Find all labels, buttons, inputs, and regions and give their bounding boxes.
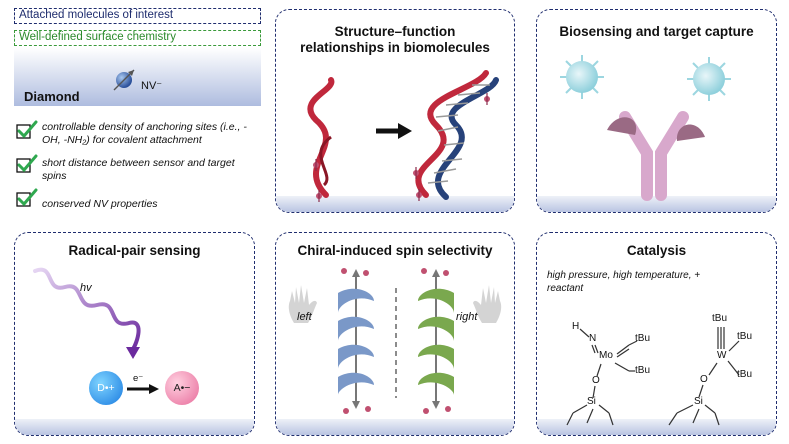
mo-n-label: N xyxy=(589,333,597,344)
check-text-1: controllable density of anchoring sites … xyxy=(42,121,247,146)
check-text-2: short distance between sensor and target… xyxy=(42,157,235,182)
electron-label: e⁻ xyxy=(133,373,144,384)
check-text-3: conserved NV properties xyxy=(42,198,158,210)
mo-o-label: O xyxy=(592,375,600,386)
acceptor-label: A•− xyxy=(173,382,191,394)
checkmark-icon xyxy=(16,188,38,207)
surface-strip xyxy=(276,196,514,212)
nv-center-icon xyxy=(113,69,135,91)
surface-strip xyxy=(276,419,514,435)
mo-complex-structure xyxy=(566,327,740,426)
nv-label: NV⁻ xyxy=(141,80,163,92)
mo-metal-label: Mo xyxy=(599,350,613,361)
virus-icon xyxy=(560,55,604,99)
panel-title: Catalysis xyxy=(626,243,687,258)
mo-h-label: H xyxy=(572,321,580,332)
w-o-label: O xyxy=(700,374,708,385)
panel-biosensing: Biosensing and target capture xyxy=(536,9,777,213)
surface-strip xyxy=(15,419,254,435)
catalysis-conditions: high pressure, high temperature, + react… xyxy=(547,270,701,294)
panel-structure-function: Structure–function relationships in biom… xyxy=(275,9,515,213)
panel-radical-pair: Radical-pair sensing hv D•+ e⁻ A•− xyxy=(14,232,255,436)
surface-strip xyxy=(537,196,776,212)
w-tbu2-label: tBu xyxy=(737,331,753,342)
diamond-block xyxy=(14,48,261,106)
virus-icon xyxy=(687,57,731,101)
hand-left-icon xyxy=(288,285,317,323)
donor-circle: D•+ xyxy=(89,371,123,405)
helix-illustration xyxy=(338,268,454,414)
donor-label: D•+ xyxy=(97,382,115,394)
surface-label-box: Well-defined surface chemistry xyxy=(14,30,261,46)
antibody-icon xyxy=(607,111,705,201)
mo-si-label: Si xyxy=(587,396,596,407)
hand-right-icon xyxy=(473,285,502,323)
w-metal-label: W xyxy=(717,350,727,361)
panel-catalysis: Catalysis high pressure, high temperatur… xyxy=(536,232,777,436)
w-tbu1-label: tBu xyxy=(712,313,728,324)
checkmark-icon xyxy=(16,154,38,173)
hv-label: hv xyxy=(80,282,92,294)
w-tbu3-label: tBu xyxy=(737,369,753,380)
mo-tbu1-label: tBu xyxy=(635,333,651,344)
molecules-label: Attached molecules of interest xyxy=(19,9,174,21)
right-label: right xyxy=(456,311,478,323)
checkmark-icon xyxy=(16,120,38,139)
panel-title: Radical-pair sensing xyxy=(68,243,201,258)
w-si-label: Si xyxy=(694,396,703,407)
left-label: left xyxy=(297,311,312,323)
surface-strip xyxy=(537,419,776,435)
acceptor-circle: A•− xyxy=(165,371,199,405)
dna-illustration xyxy=(307,70,499,202)
mo-tbu2-label: tBu xyxy=(635,365,651,376)
diamond-label: Diamond xyxy=(24,89,80,104)
virus-antibody-illustration xyxy=(560,55,731,201)
panel-title: Biosensing and target capture xyxy=(559,24,754,39)
transfer-arrow-icon xyxy=(127,384,159,394)
molecules-label-box: Attached molecules of interest xyxy=(14,8,261,24)
surface-label: Well-defined surface chemistry xyxy=(19,31,177,43)
panel-title: Chiral-induced spin selectivity xyxy=(297,243,493,258)
photon-wave-icon xyxy=(33,267,141,359)
panel-chiral: Chiral-induced spin selectivity left rig… xyxy=(275,232,515,436)
panel-title: Structure–function relationships in biom… xyxy=(300,24,490,55)
